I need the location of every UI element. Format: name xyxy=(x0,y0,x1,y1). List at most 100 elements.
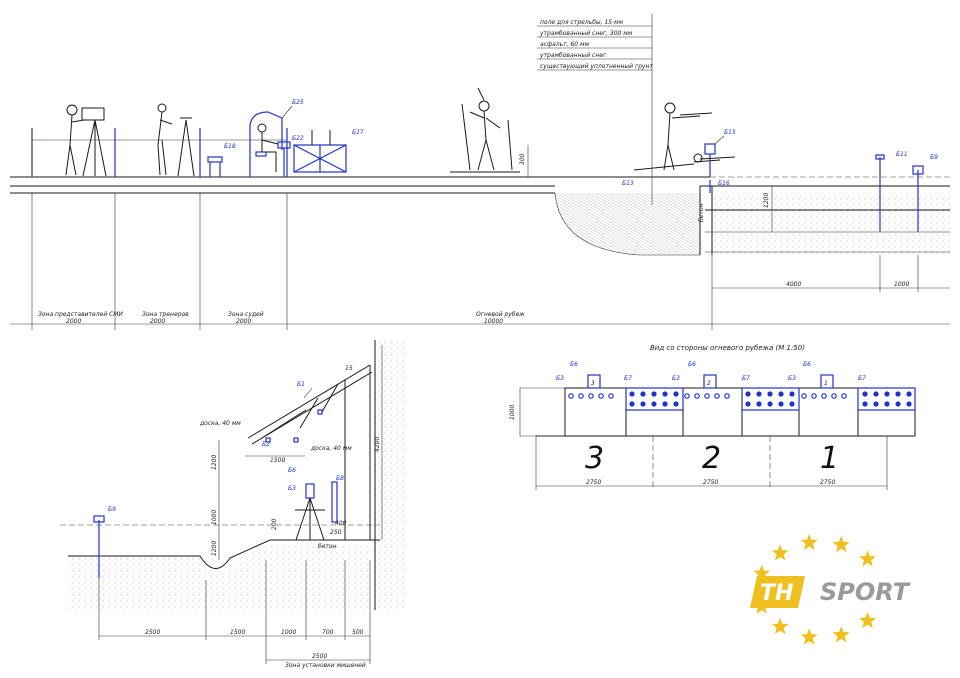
numbered-plate-hole xyxy=(821,393,827,399)
numbered-plate-hole xyxy=(694,393,700,399)
star-icon xyxy=(800,533,818,550)
zone-firing-line-size: 10000 xyxy=(484,318,503,325)
star-icon xyxy=(832,626,850,643)
target-dot xyxy=(673,401,679,407)
dim-4000: 4000 xyxy=(786,281,801,288)
target-dot xyxy=(862,391,868,397)
lane-3: 3 Б6 Б3 Б7 xyxy=(556,361,684,436)
side-marker-b2: Б2 xyxy=(262,441,270,448)
board-note-1: доска, 40 мм xyxy=(199,420,241,427)
layer-4: утрамбованный снег xyxy=(539,52,607,59)
lane-1-b3: Б3 xyxy=(788,375,796,382)
star-icon xyxy=(858,550,877,567)
lane-1-width: 2750 xyxy=(820,479,835,486)
dim-4200: 4200 xyxy=(374,437,381,452)
target-dot xyxy=(629,391,635,397)
target-zone-label: Зона установки мишеней xyxy=(285,662,366,669)
numbered-plate-hole xyxy=(704,393,710,399)
numbered-plate-hole xyxy=(714,393,720,399)
lane-2-plate: 2 xyxy=(707,380,711,387)
logo-badge xyxy=(750,576,805,608)
front-height: 1000 xyxy=(509,405,516,420)
dim-2500b: 2500 xyxy=(312,653,327,660)
standing-shooter xyxy=(663,102,713,171)
fence-posts xyxy=(31,128,288,177)
target-dot xyxy=(651,391,657,397)
dim-1000: 1000 xyxy=(211,510,218,525)
lane-2-b7: Б7 xyxy=(742,375,750,382)
dim-250: 250 xyxy=(330,529,342,536)
target-dot xyxy=(662,391,668,397)
dim-1500-top: 1500 xyxy=(270,457,285,464)
lane-3-b3: Б3 xyxy=(556,375,564,382)
marker-b16: Б16 xyxy=(718,180,730,187)
zone-dimensions: Зона представителей СМИ 2000 Зона тренер… xyxy=(10,193,950,330)
numbered-plate-hole xyxy=(801,393,807,399)
lane-2-b3: Б3 xyxy=(672,375,680,382)
marker-b9: Б9 xyxy=(930,154,938,161)
target-dot xyxy=(906,391,912,397)
star-icon xyxy=(771,617,789,635)
lane-2-b6: Б6 xyxy=(688,361,696,368)
target-dot xyxy=(745,391,751,397)
layer-2: утрамбованный снег, 300 мм xyxy=(539,30,633,37)
judge-figure xyxy=(249,111,291,177)
side-marker-b6: Б6 xyxy=(288,467,296,474)
marker-b15: Б15 xyxy=(724,129,736,136)
front-view-title: Вид со стороны огневого рубежа (М 1:50) xyxy=(650,344,805,352)
lane-1-b7: Б7 xyxy=(858,375,866,382)
prone-shooter xyxy=(633,153,736,171)
target-dot xyxy=(756,391,762,397)
dim-1000h: 1000 xyxy=(281,629,296,636)
dim-300: 300 xyxy=(519,153,526,165)
zone-firing-line: Огневой рубеж xyxy=(476,311,525,318)
marker-b18: Б18 xyxy=(224,143,236,150)
numbered-plate-hole xyxy=(831,393,837,399)
dim-1500: 1500 xyxy=(230,629,245,636)
side-marker-b3: Б3 xyxy=(288,485,296,492)
target-dot xyxy=(895,401,901,407)
dim-2500: 2500 xyxy=(145,629,160,636)
lane-number-2: 2 xyxy=(702,441,721,476)
lane-1-plate: 1 xyxy=(824,380,828,387)
star-icon xyxy=(753,564,771,581)
numbered-plate-hole xyxy=(811,393,817,399)
target-dot xyxy=(767,401,773,407)
dim-700: 700 xyxy=(322,629,334,636)
logo-sport: SPORT xyxy=(820,578,911,606)
dim-1200a: 1200 xyxy=(211,455,218,470)
target-dot xyxy=(756,401,762,407)
lane-3-width: 2750 xyxy=(586,479,601,486)
numbered-plate-hole xyxy=(568,393,574,399)
target-dot xyxy=(629,401,635,407)
lane-3-b6: Б6 xyxy=(570,361,578,368)
marker-b11: Б11 xyxy=(896,151,908,158)
lane-number-3: 3 xyxy=(585,441,604,476)
top-section: бетон Б18 xyxy=(10,14,950,330)
media-figure xyxy=(65,104,107,177)
dim-1200b: 1200 xyxy=(211,541,218,556)
dim-500: 500 xyxy=(352,629,364,636)
lane-3-plate: 3 xyxy=(591,380,595,387)
target-dot xyxy=(884,391,890,397)
target-dot xyxy=(640,401,646,407)
target-dot xyxy=(745,401,751,407)
numbered-plate-hole xyxy=(608,393,614,399)
target-dot xyxy=(873,401,879,407)
numbered-plate-hole xyxy=(841,393,847,399)
marker-b17: Б17 xyxy=(352,129,364,136)
lane-1: 1 Б6 Б3 Б7 xyxy=(788,361,916,436)
target-dot xyxy=(662,401,668,407)
star-icon xyxy=(858,611,877,629)
board-note-2: доска, 40 мм xyxy=(310,445,352,452)
layer-legend: поле для стрельбы, 15 мм утрамбованный с… xyxy=(537,14,653,205)
zone-judges: Зона судей xyxy=(228,311,264,318)
target-dot xyxy=(767,391,773,397)
zone-media-size: 2000 xyxy=(66,318,81,325)
target-dot xyxy=(651,401,657,407)
target-dot xyxy=(873,391,879,397)
target-dot xyxy=(640,391,646,397)
target-circles xyxy=(568,391,912,407)
zone-media: Зона представителей СМИ xyxy=(38,311,123,318)
target-dot xyxy=(789,391,795,397)
